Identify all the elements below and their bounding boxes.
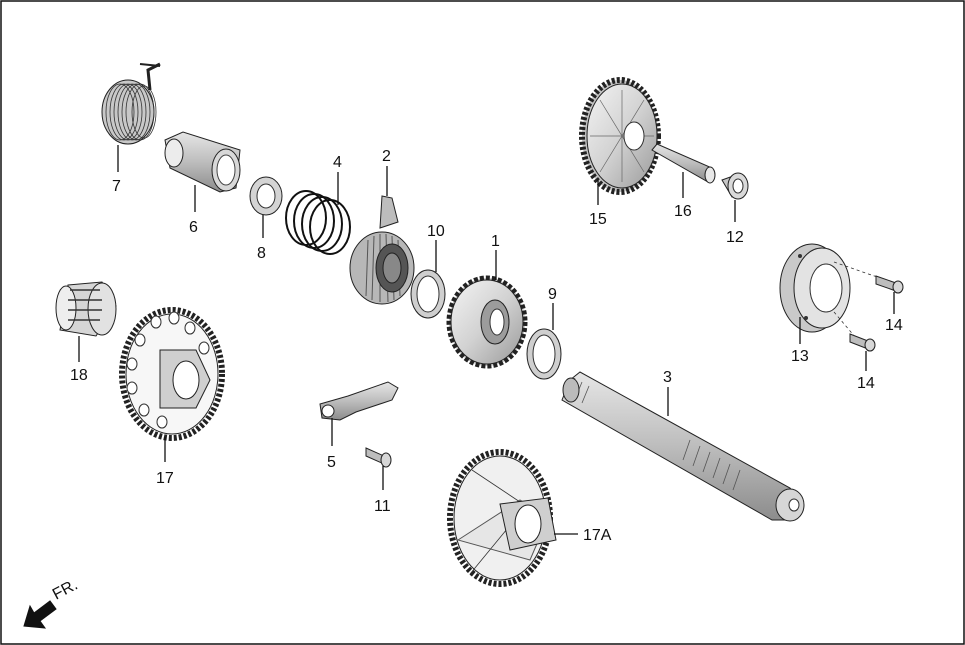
label-part-2: 2	[382, 148, 391, 165]
part-9-washer-icon	[526, 328, 562, 380]
part-18-needle-bearing-icon	[55, 281, 117, 337]
label-part-13: 13	[791, 348, 809, 365]
label-part-16: 16	[674, 203, 692, 220]
arrow-down-left-icon	[23, 600, 57, 629]
part-12-bushing-icon	[721, 172, 749, 200]
part-15-idle-gear-icon	[579, 77, 661, 195]
label-part-5: 5	[327, 454, 336, 471]
label-part-8: 8	[257, 245, 266, 262]
part-6-sleeve-icon	[164, 131, 241, 193]
part-13-stopper-plate-icon	[779, 243, 881, 339]
part-8-washer-icon	[249, 176, 283, 216]
label-part-9: 9	[548, 286, 557, 303]
part-16-pin-shaft-icon	[651, 143, 716, 184]
part-11-bolt-icon	[365, 447, 392, 468]
front-direction-label: FR.	[50, 576, 81, 603]
part-7-torsion-spring-icon	[101, 62, 161, 145]
label-part-17A: 17A	[583, 527, 612, 544]
label-part-12: 12	[726, 229, 744, 246]
label-part-10: 10	[427, 223, 445, 240]
label-part-6: 6	[189, 219, 198, 236]
part-5-guide-plate-icon	[319, 381, 399, 421]
label-part-4: 4	[333, 154, 342, 171]
part-1-spur-gear-icon	[446, 275, 528, 369]
part-14-bolt-lower-icon	[849, 333, 876, 352]
part-2-ratchet-gear-icon	[349, 195, 415, 305]
part-10-washer-icon	[410, 269, 446, 319]
label-part-7: 7	[112, 178, 121, 195]
part-14-bolt-upper-icon	[875, 275, 904, 294]
label-part-11: 11	[374, 498, 391, 515]
part-4-coil-spring-icon	[285, 190, 351, 255]
label-part-15: 15	[589, 211, 607, 228]
part-3-shaft-icon	[561, 371, 805, 522]
front-direction-indicator: FR.	[23, 576, 81, 629]
label-part-14-upper: 14	[885, 317, 903, 334]
part-17A-driven-gear-icon	[447, 449, 557, 587]
label-part-1: 1	[491, 233, 500, 250]
label-part-3: 3	[663, 369, 672, 386]
label-part-14-lower: 14	[857, 375, 875, 392]
label-part-17: 17	[156, 470, 174, 487]
part-17-driven-gear-icon	[119, 307, 225, 441]
label-part-18: 18	[70, 367, 88, 384]
